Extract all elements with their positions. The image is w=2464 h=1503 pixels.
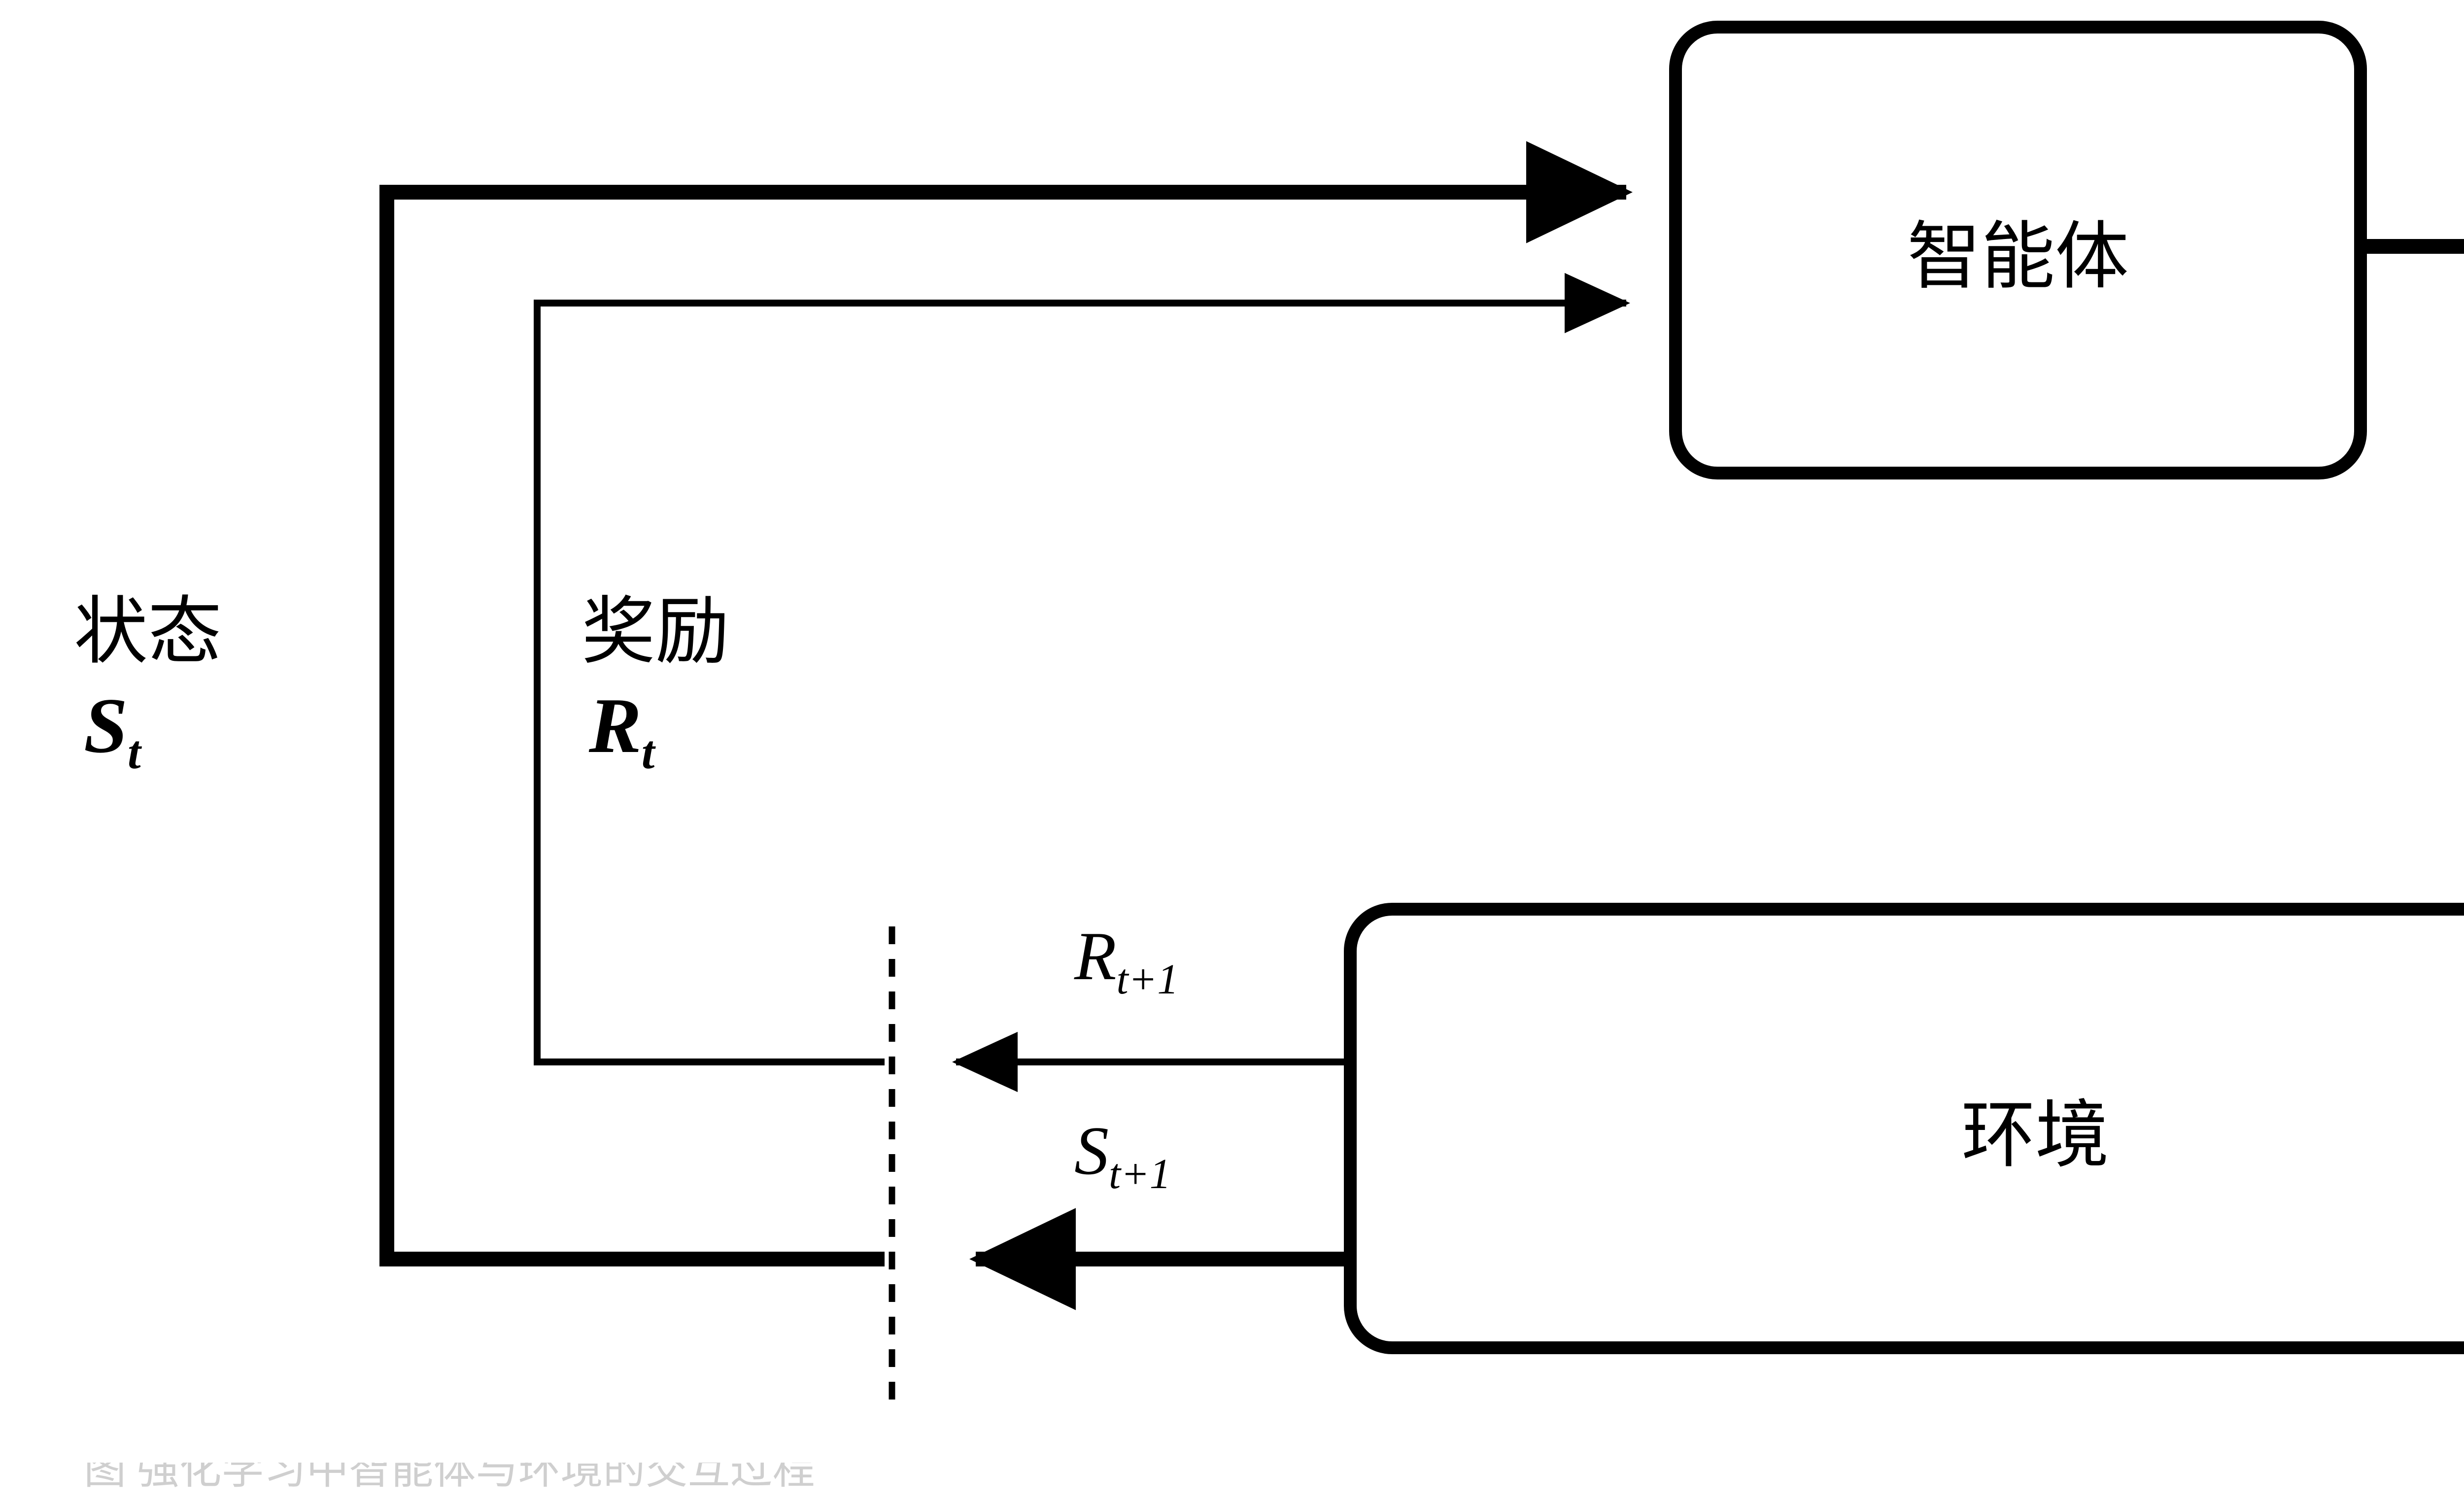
state-next-base: S [1074,1113,1109,1189]
state-symbol: St [84,680,141,780]
state-symbol-subscript: t [127,726,141,779]
figure-caption: 图 强化学习中智能体与环境的交互过程 [84,1463,1759,1503]
reward-symbol-subscript: t [641,726,655,779]
state-feedback-edge [379,141,1633,1266]
reward-symbol: Rt [589,680,654,780]
state-symbol-base: S [84,682,128,769]
reward-next-label: Rt+1 [1074,917,1179,1004]
reward-feedback-edge [534,273,1630,1065]
figure-caption-text: 图 强化学习中智能体与环境的交互过程 [84,1463,815,1493]
reward-next-base: R [1074,918,1117,994]
reward-next-subscript: t+1 [1116,956,1179,1003]
reward-label: 奖励 [582,591,730,673]
environment-box[interactable] [1344,903,2464,1354]
agent-box[interactable] [1669,21,2367,479]
reward-symbol-base: R [589,682,642,769]
state-next-subscript: t+1 [1109,1150,1171,1197]
state-next-label: St+1 [1074,1111,1171,1198]
state-label: 状态 [74,591,222,673]
